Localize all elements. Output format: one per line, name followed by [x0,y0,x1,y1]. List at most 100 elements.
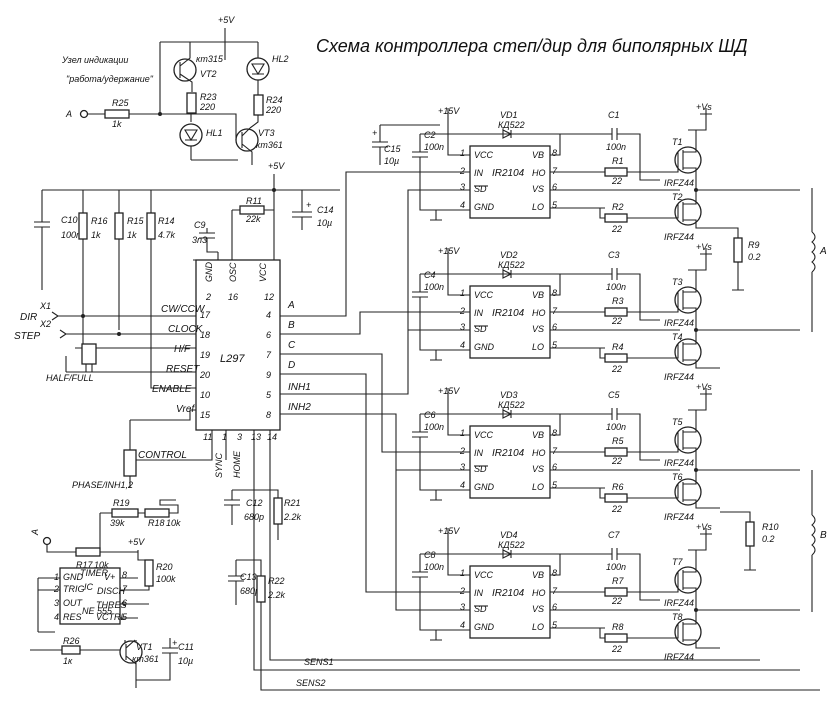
l297-pin-13: 13 [251,432,261,442]
l297-pin-18: 18 [200,330,210,340]
r11-wires [231,190,275,260]
r10-wires [720,511,756,571]
x2-label: X2 [39,319,51,329]
r21-value: 2.2k [283,512,302,522]
timer-vcc-label: +5V [128,537,145,547]
r11-value: 22k [245,214,261,224]
high-side-mosfet-leads [668,410,800,471]
bootstrap-capacitor [560,128,660,181]
c13-label: C13 [240,572,257,582]
low-gate-resistor-label: R4 [612,342,624,352]
ir2104-pin-num-left: 3 [460,602,465,612]
bootstrap-diode [502,409,513,419]
sens2-label: SENS2 [296,678,326,688]
ir2104-pin-vcc: VCC [474,150,494,160]
ir2104-pin-vb: VB [532,290,544,300]
ne555-pin-v+: V+ [104,572,115,582]
high-side-mosfet [674,566,702,594]
junction-dot [117,332,121,336]
l297-label-clock: CLOCK [168,324,204,335]
ir2104-chip [469,425,551,499]
ir2104-name: IR2104 [492,448,525,459]
ne555-pin-num-7: 7 [122,584,128,594]
ir2104-pin-wires [456,414,680,491]
ne555-pin-vctrl: VCTRL [96,612,126,622]
phase-jumper [123,449,137,477]
ir2104-pin-sd: SD [474,184,487,194]
ir2104-pin-gnd: GND [474,202,495,212]
ir2104-pin-vs: VS [532,464,544,474]
l297-pin-5: 5 [266,390,272,400]
ir2104-pin-num-left: 2 [459,446,465,456]
ir2104-pin-num-left: 3 [460,462,465,472]
driver-vplus-label: +15V [438,106,460,116]
ir2104-pin-ho: HO [532,448,546,458]
ir2104-pin-num-right: 8 [552,428,557,438]
hl2-symbol [251,63,265,95]
c9-capacitor [193,228,219,261]
ir2104-pin-gnd: GND [474,342,495,352]
hl2-label: HL2 [272,54,289,64]
vs-wire [688,388,712,411]
bootstrap-diode-type: КД522 [498,400,525,410]
bootstrap-cap-label: C7 [608,530,620,540]
bootstrap-cap-value: 100n [606,282,626,292]
vs-label: +Vs [696,522,712,532]
l297-pin-17: 17 [200,310,211,320]
vt1-label: VT1 [136,642,153,652]
l297-label-inh2: INH2 [288,402,311,413]
hl2-led [246,57,270,81]
r26-label: R26 [63,636,80,646]
driver-decoupling-cap-value: 100n [424,562,444,572]
ir2104-pin-num-right: 7 [552,306,558,316]
ir2104-pin-vb: VB [532,150,544,160]
low-side-mosfet [674,478,702,506]
r25-label: R25 [112,98,130,108]
vt1-type: кт361 [132,654,159,664]
l297-top-label-vcc: VCC [258,262,268,282]
l297-label-c: C [288,340,296,351]
ne555-pin-num-8: 8 [122,570,127,580]
r26-resistor [61,645,81,655]
ir2104-chip [469,145,551,219]
r16-value: 1k [91,230,101,240]
gate-resistor-wires [599,311,668,359]
low-side-mosfet-type: IRFZ44 [664,232,694,242]
r16-resistor [78,212,88,240]
ir2104-pin-num-left: 4 [460,200,465,210]
ir2104-pin-vs: VS [532,604,544,614]
high-side-mosfet [674,286,702,314]
r23-resistor [186,92,197,114]
low-gate-resistor-label: R8 [612,622,624,632]
l297-pin-9: 9 [266,370,271,380]
ir2104-pin-in: IN [474,588,484,598]
bootstrap-capacitor [560,548,660,601]
ne555-pin-gnd: GND [63,572,84,582]
driver-decoupling-cap-label: C4 [424,270,436,280]
l297-chip [195,259,281,431]
l297-pin-1: 1 [222,432,227,442]
r26-value: 1к [63,656,73,666]
indicator-input-terminal [79,109,89,119]
r21-resistor [273,497,283,525]
hl1-wire [190,146,238,161]
indicator-caption-1: Узел индикации [61,55,128,65]
ir2104-pin-in: IN [474,448,484,458]
ir2104-pin-num-left: 2 [459,586,465,596]
timer-a-terminal [42,536,52,546]
junction-dot [81,314,85,318]
indicator-block: Узел индикации "работа/удержание" +5V кт… [61,15,289,165]
r24-label: R24 [266,95,283,105]
ir2104-pin-num-right: 5 [552,480,558,490]
ir2104-pin-num-left: 1 [460,148,465,158]
ir2104-pin-vcc: VCC [474,570,494,580]
low-gate-resistor [604,213,628,223]
ne555-pin-num-2: 2 [53,584,59,594]
r20-resistor [144,559,154,587]
coil-b-label: B [820,530,827,541]
r17-label: R17 [76,560,94,570]
ir2104-chip [469,285,551,359]
high-gate-resistor-value: 22 [611,176,622,186]
bootstrap-capacitor [560,268,660,321]
ir2104-pin-num-right: 7 [552,166,558,176]
